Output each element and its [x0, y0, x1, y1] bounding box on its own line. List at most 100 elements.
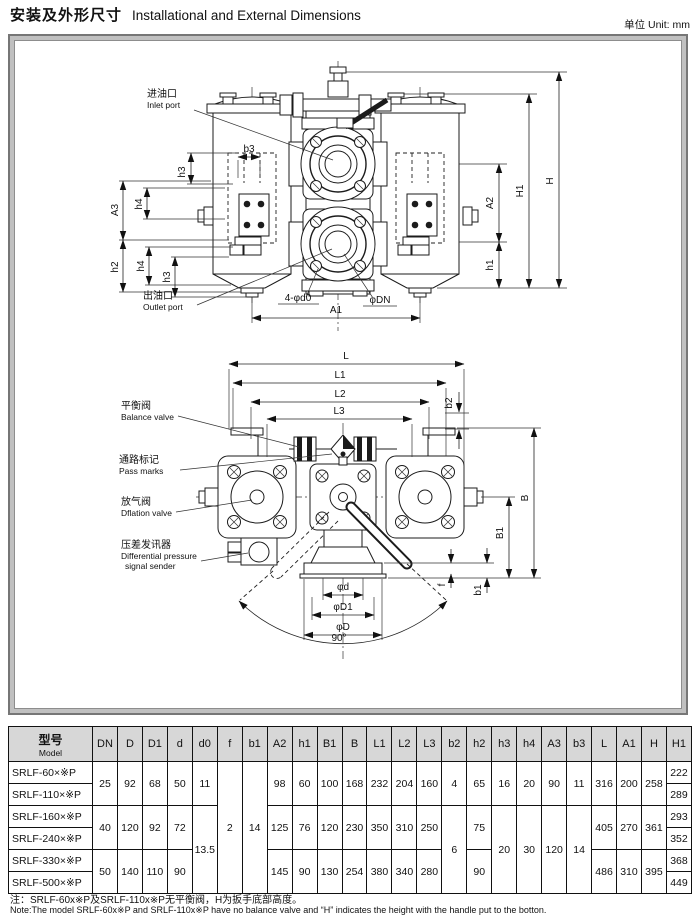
value-cell: 449	[665, 871, 693, 894]
value-cell: 120	[541, 805, 568, 894]
value-cell: 200	[616, 761, 642, 806]
deflation-valve-label-zh: 放气阀	[121, 495, 151, 508]
value-cell: 258	[640, 761, 667, 806]
column-header-DN: DN	[92, 726, 118, 762]
dim-label-D: φD	[336, 622, 350, 633]
plan-dimensions-bottom: φd φD1 φD 90°	[238, 578, 448, 645]
value-cell: 25	[92, 761, 118, 806]
column-header-A2: A2	[266, 726, 293, 762]
dp-sender-plan	[227, 537, 278, 566]
value-cell: 68	[141, 761, 168, 806]
dim-label-L1: L1	[334, 370, 346, 381]
column-header-D: D	[116, 726, 143, 762]
value-cell: 310	[616, 849, 642, 894]
model-cell: SRLF-60×※P	[8, 761, 93, 784]
value-cell: 75	[466, 805, 493, 850]
value-cell: 13.5	[191, 805, 218, 894]
plan-view-drawing: L L1 L2 L3 b2 B B1 b1	[119, 351, 541, 659]
value-cell: 90	[541, 761, 568, 806]
dp-sender-callout: 压差发讯器 Differential pressure signal sende…	[121, 538, 249, 571]
value-cell: 6	[441, 805, 468, 894]
column-header-A1: A1	[616, 726, 642, 762]
dim-label-b3: b3	[243, 144, 255, 155]
dim-label-dn: φDN	[370, 295, 391, 306]
dp-sender-right	[397, 193, 479, 256]
dp-sender-label-en1: Differential pressure	[121, 551, 197, 561]
dim-label-bolt-holes: 4-φd0	[285, 293, 312, 304]
footnotes: 注：SRLF-60x※P及SRLF-110x※P无平衡阀，H为扳手底部高度。 N…	[10, 895, 694, 916]
value-cell: 289	[665, 783, 693, 806]
outlet-label-zh: 出油口	[143, 289, 173, 302]
value-cell: 4	[441, 761, 468, 806]
drawing-frame: h3 b3 A3 h4 h2 h4 h3 A2 h1	[8, 34, 688, 715]
dim-label-f: f	[437, 583, 448, 586]
dim-label-h4-bottom: h4	[136, 260, 147, 272]
column-header-b2: b2	[441, 726, 468, 762]
front-dimensions-bottom: A1 4-φd0 φDN	[251, 253, 421, 323]
value-cell: 316	[591, 761, 618, 806]
page-title-zh: 安装及外形尺寸	[10, 7, 123, 24]
value-cell: 110	[141, 849, 168, 894]
value-cell: 395	[640, 849, 667, 894]
value-cell: 310	[391, 805, 418, 850]
technical-drawing: h3 b3 A3 h4 h2 h4 h3 A2 h1	[110, 61, 567, 659]
pass-marks-callout: 通路标记 Pass marks	[119, 453, 333, 476]
value-cell: 130	[316, 849, 343, 894]
column-header-b3: b3	[566, 726, 593, 762]
dim-label-A2: A2	[485, 196, 496, 209]
value-cell: 145	[266, 849, 293, 894]
column-header-B1: B1	[316, 726, 343, 762]
drawing-frame-inner: h3 b3 A3 h4 h2 h4 h3 A2 h1	[14, 40, 682, 709]
value-cell: 293	[665, 805, 693, 828]
column-header-L: L	[591, 726, 618, 762]
column-header-h3: h3	[491, 726, 518, 762]
model-cell: SRLF-110×※P	[8, 783, 93, 806]
dim-label-b1: b1	[473, 584, 484, 596]
column-header-L3: L3	[416, 726, 443, 762]
value-cell: 232	[366, 761, 393, 806]
value-cell: 380	[366, 849, 393, 894]
outlet-label-en: Outlet port	[143, 302, 183, 312]
footnote-en: Note:The model SRLF-60x※P and SRLF-110x※…	[10, 905, 547, 915]
dp-sender-left	[197, 193, 270, 256]
model-cell: SRLF-330×※P	[8, 849, 93, 872]
value-cell: 250	[416, 805, 443, 850]
value-cell: 120	[316, 805, 343, 850]
pass-marks-label-zh: 通路标记	[119, 453, 159, 466]
model-cell: SRLF-240×※P	[8, 827, 93, 850]
value-cell: 486	[591, 849, 618, 894]
balance-valve-label-zh: 平衡阀	[121, 399, 151, 412]
value-cell: 90	[291, 849, 318, 894]
dim-label-B1: B1	[495, 526, 506, 539]
dim-label-d: φd	[337, 582, 349, 593]
value-cell: 16	[491, 761, 518, 806]
value-cell: 98	[266, 761, 293, 806]
table-row: SRLF-240×※P 352	[8, 827, 693, 850]
central-valve-block	[288, 110, 388, 297]
value-cell: 230	[341, 805, 368, 850]
value-cell: 368	[665, 849, 693, 872]
dim-label-h4-top: h4	[134, 198, 145, 210]
value-cell: 30	[516, 805, 543, 894]
value-cell: 340	[391, 849, 418, 894]
balance-valve-callout: 平衡阀 Balance valve	[121, 399, 300, 448]
column-header-B: B	[341, 726, 368, 762]
column-header-h2: h2	[466, 726, 493, 762]
value-cell: 352	[665, 827, 693, 850]
value-cell: 100	[316, 761, 343, 806]
value-cell: 222	[665, 761, 693, 784]
unit-label: 单位 Unit: mm	[624, 19, 690, 31]
right-cover-plate	[385, 455, 484, 539]
value-cell: 405	[591, 805, 618, 850]
dim-label-D1: φD1	[333, 602, 353, 613]
dim-label-L: L	[343, 351, 349, 362]
pass-marks-label-en: Pass marks	[119, 466, 163, 476]
value-cell: 2	[216, 761, 243, 894]
outlet-flange-bolts	[310, 216, 366, 272]
dim-label-h3-bottom: h3	[162, 271, 173, 283]
inlet-label-zh: 进油口	[147, 87, 177, 100]
dim-label-L2: L2	[334, 389, 346, 400]
column-header-d0: d0	[191, 726, 218, 762]
